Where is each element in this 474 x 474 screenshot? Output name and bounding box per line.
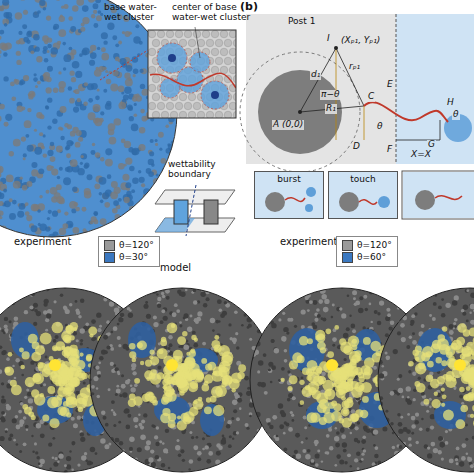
displacement-map bbox=[89, 287, 277, 474]
figure-label: rₚ₁ bbox=[348, 62, 361, 72]
figure-label: experiment bbox=[14, 236, 71, 247]
figure-label: base water-wet cluster bbox=[104, 3, 166, 23]
legend-swatch bbox=[104, 252, 115, 263]
figure-label: θ bbox=[452, 110, 460, 120]
mode-label: burst bbox=[255, 172, 323, 184]
legend-text: θ=120° bbox=[119, 240, 154, 252]
legend-entry: θ=120° bbox=[342, 240, 392, 252]
mode-label: touch bbox=[329, 172, 397, 184]
legend-box: θ=120°θ=60° bbox=[336, 236, 398, 267]
figure-label: D bbox=[352, 142, 361, 152]
inset-view bbox=[148, 30, 236, 118]
legend-entry: θ=30° bbox=[104, 252, 154, 264]
figure-label: R₁ bbox=[325, 104, 337, 114]
mode-box: burst bbox=[254, 171, 324, 219]
displacement-map bbox=[376, 287, 474, 474]
figure-label: F bbox=[386, 145, 393, 155]
figure-label: C bbox=[367, 92, 375, 102]
legend-text: θ=60° bbox=[357, 252, 386, 264]
figure-label: d₁ bbox=[310, 70, 321, 80]
figure-label: wettability boundary bbox=[168, 160, 244, 180]
figure-label: experiment bbox=[280, 236, 337, 247]
figure-label: (b) bbox=[240, 1, 258, 13]
figure-label: I bbox=[326, 34, 331, 44]
figure-label: H bbox=[446, 98, 455, 108]
figure-label: E bbox=[386, 80, 394, 90]
figure-label: θ bbox=[376, 122, 384, 132]
legend-text: θ=120° bbox=[357, 240, 392, 252]
legend-swatch bbox=[104, 240, 115, 251]
legend-swatch bbox=[342, 252, 353, 263]
legend-box: θ=120°θ=30° bbox=[98, 236, 160, 267]
legend-entry: θ=120° bbox=[104, 240, 154, 252]
figure-label: X=X bbox=[410, 150, 432, 160]
figure-label: Post 1 bbox=[288, 17, 315, 27]
figure-label: π−θ bbox=[320, 90, 340, 100]
legend-text: θ=30° bbox=[119, 252, 148, 264]
wettability-sketch bbox=[155, 185, 235, 236]
figure-label: A (0,0) bbox=[272, 120, 304, 130]
post-geometry bbox=[240, 14, 474, 219]
mode-box: touch bbox=[328, 171, 398, 219]
figure-label: G bbox=[427, 140, 436, 150]
legend-entry: θ=60° bbox=[342, 252, 392, 264]
figure-label: model bbox=[160, 262, 191, 273]
figure-label: (Xₚ₁, Yₚ₁) bbox=[340, 36, 381, 46]
legend-swatch bbox=[342, 240, 353, 251]
